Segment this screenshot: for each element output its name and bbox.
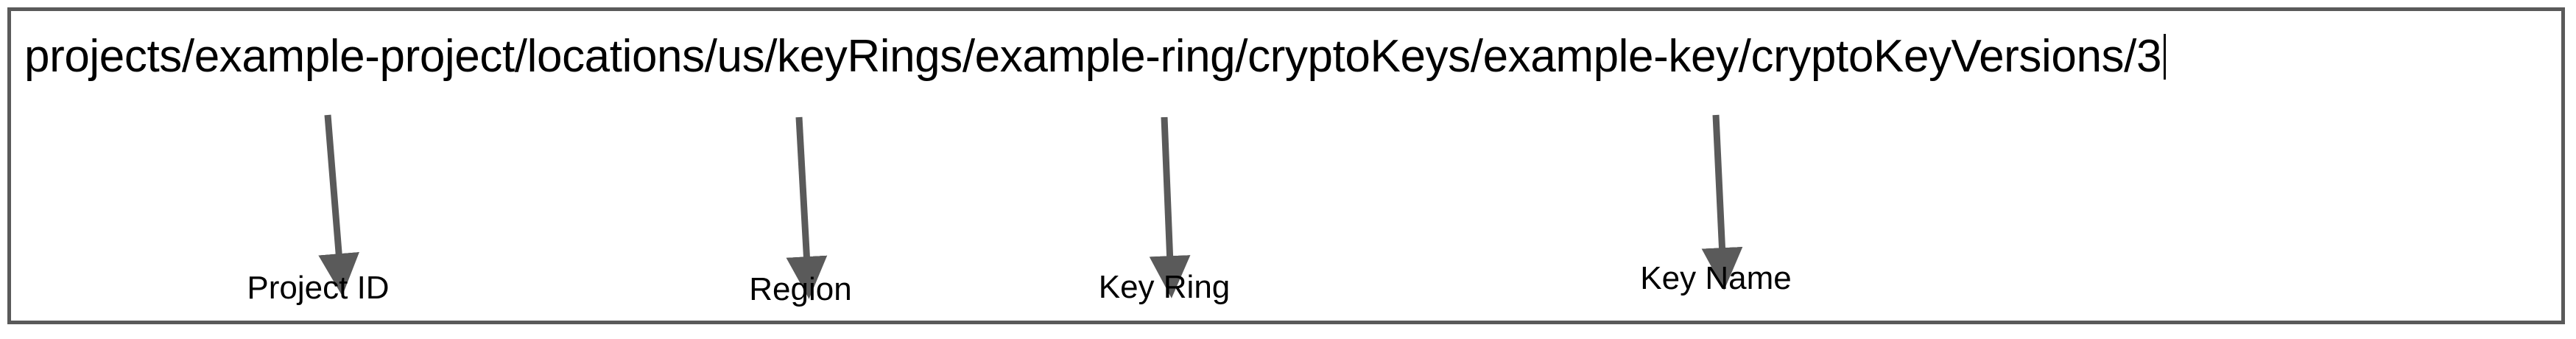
callout-arrow-project-id	[318, 114, 359, 296]
resource-name-text: projects/example-project/locations/us/ke…	[24, 31, 2162, 82]
callout-label-key-ring: Key Ring	[1098, 269, 1231, 305]
callout-arrow-region	[786, 116, 828, 299]
callout-label-key-name: Key Name	[1640, 260, 1792, 296]
callout-label-project-id: Project ID	[247, 270, 390, 306]
text-cursor-caret	[2164, 34, 2167, 80]
resource-name-field[interactable]: projects/example-project/locations/us/ke…	[24, 27, 2167, 86]
callout-arrow-key-name	[1701, 114, 1743, 290]
callout-arrow-key-ring	[1149, 116, 1191, 298]
diagram-frame: projects/example-project/locations/us/ke…	[7, 7, 2565, 324]
callout-label-region: Region	[749, 271, 852, 307]
